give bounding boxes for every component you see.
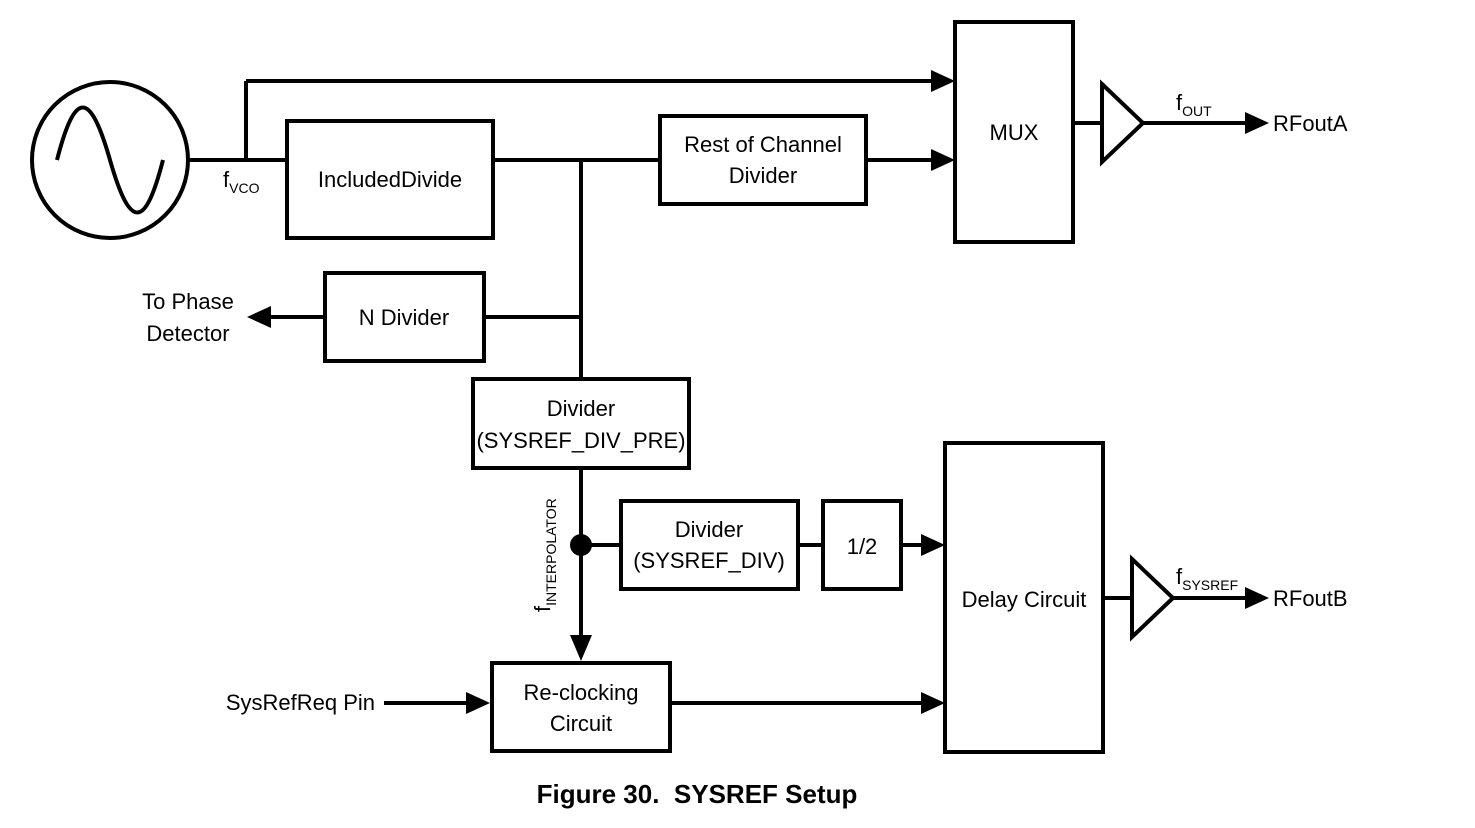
sysref-div-label-line2: (SYSREF_DIV) [633, 548, 785, 573]
finterpolator-main: f [530, 605, 555, 612]
rest-of-channel-divider-block [658, 114, 868, 206]
fvco-label: fVCO [223, 167, 260, 196]
sysrefreq-pin-label: SysRefReq Pin [226, 690, 375, 715]
mux-block [953, 20, 1075, 244]
mux-label: MUX [990, 120, 1039, 145]
rfoutb-label: RFoutB [1273, 586, 1348, 611]
included-divide-block [285, 119, 495, 240]
fout-label: fOUT [1176, 90, 1212, 119]
reclocking-label-line2: Circuit [550, 711, 612, 736]
arrowhead-to-delay-bottom [921, 692, 945, 714]
figure-caption: Figure 30. SYSREF Setup [537, 779, 858, 809]
fout-main: f [1176, 90, 1183, 115]
delay-circuit-label: Delay Circuit [962, 587, 1087, 612]
output-buffer-b [1130, 554, 1176, 642]
sysref-div-pre-block [471, 377, 691, 470]
to-phase-label-line2: Detector [146, 321, 229, 346]
finterpolator-sub: INTERPOLATOR [543, 498, 559, 606]
arrowhead-to-reclock-top [570, 635, 592, 661]
sysref-div-label-line1: Divider [675, 517, 743, 542]
output-buffer-a [1100, 79, 1146, 167]
wires [188, 79, 1246, 705]
reclocking-circuit-block [490, 661, 672, 753]
n-divider-block [323, 271, 486, 363]
arrowheads [247, 70, 1269, 714]
arrowhead-to-mux-mid [931, 149, 955, 171]
rest-of-channel-label-line2: Divider [729, 163, 797, 188]
arrowhead-to-phase [247, 306, 271, 328]
arrowhead-to-delay-top [921, 534, 945, 556]
rfouta-label: RFoutA [1273, 111, 1348, 136]
delay-circuit-block [943, 441, 1105, 754]
half-divider-block [821, 499, 903, 591]
n-divider-label: N Divider [359, 305, 449, 330]
rest-of-channel-label-line1: Rest of Channel [684, 132, 842, 157]
fsysref-main: f [1176, 564, 1183, 589]
vco-source [30, 80, 190, 240]
reclocking-label-line1: Re-clocking [524, 680, 639, 705]
fsysref-sub: SYSREF [1182, 577, 1238, 593]
sysref-div-pre-label-line1: Divider [547, 396, 615, 421]
half-label: 1/2 [847, 534, 878, 559]
sysref-div-pre-label-line2: (SYSREF_DIV_PRE) [476, 428, 685, 453]
arrowhead-to-mux-top [931, 70, 955, 92]
arrowhead-to-rfoutb [1245, 587, 1269, 609]
sysref-div-block [619, 499, 800, 591]
to-phase-label-line1: To Phase [142, 289, 234, 314]
finterpolator-label: fINTERPOLATOR [530, 498, 559, 612]
arrowhead-to-reclock-left [466, 692, 490, 714]
fout-sub: OUT [1182, 103, 1212, 119]
fvco-main: f [223, 167, 230, 192]
junction-node [570, 534, 592, 556]
fvco-sub: VCO [229, 180, 259, 196]
sine-wave-icon [55, 105, 165, 215]
fsysref-label: fSYSREF [1176, 564, 1238, 593]
included-divide-label: IncludedDivide [318, 167, 462, 192]
arrowhead-to-rfouta [1245, 112, 1269, 134]
